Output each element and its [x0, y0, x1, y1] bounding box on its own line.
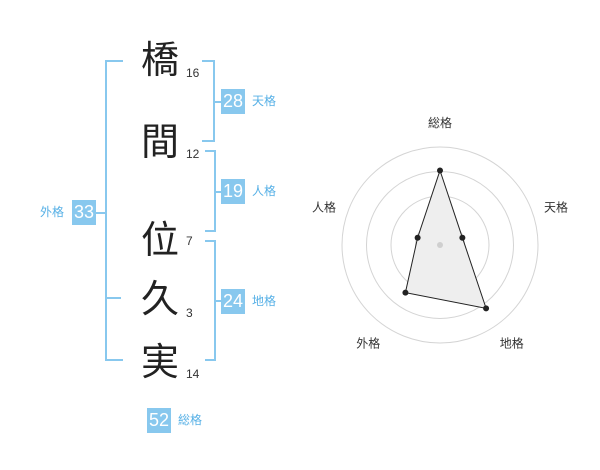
radar-point-3	[483, 305, 490, 312]
tenkaku-tick	[213, 101, 221, 103]
surname-divider-tick	[105, 297, 121, 299]
radar-grid-ring	[341, 146, 539, 344]
name-char-4: 久	[140, 277, 179, 321]
jinkaku-label: 人格	[252, 184, 277, 198]
name-char-1: 橋	[140, 38, 179, 82]
radar-point-2	[459, 234, 466, 241]
gaikaku-score: 33	[72, 200, 96, 225]
stroke-count-4: 3	[186, 306, 193, 320]
radar-axis-label-5: 人格	[312, 199, 336, 214]
stroke-count-1: 16	[186, 66, 200, 80]
tenkaku-label: 天格	[252, 94, 277, 108]
jinkaku-tick	[214, 191, 221, 193]
radar-point-5	[414, 234, 421, 241]
radar-points	[402, 167, 490, 312]
gaikaku-tick	[96, 212, 105, 214]
radar-axis-label-3: 地格	[500, 336, 524, 351]
gaikaku-label: 外格	[40, 205, 65, 219]
gaikaku-bracket	[105, 60, 123, 361]
name-char-5: 実	[140, 340, 179, 384]
radar-axis-label-2: 天格	[544, 199, 568, 214]
radar-point-4	[402, 289, 409, 296]
name-char-3: 位	[140, 218, 179, 262]
tenkaku-score: 28	[221, 89, 245, 114]
name-char-2: 間	[140, 120, 179, 164]
chikaku-label: 地格	[252, 294, 277, 308]
radar-axis-label-4: 外格	[356, 336, 380, 351]
jinkaku-score: 19	[221, 179, 245, 204]
radar-point-1	[437, 167, 443, 174]
radar-data-polygon	[404, 168, 487, 310]
stroke-count-3: 7	[186, 234, 193, 248]
soukaku-score: 52	[147, 408, 171, 433]
soukaku-label: 総格	[178, 413, 203, 427]
radar-axis-label-1: 総格	[428, 115, 452, 130]
stroke-count-5: 14	[186, 367, 200, 381]
stroke-count-2: 12	[186, 147, 200, 161]
radar-center-dot	[437, 242, 443, 248]
chikaku-score: 24	[221, 289, 245, 314]
chikaku-tick	[214, 300, 221, 302]
